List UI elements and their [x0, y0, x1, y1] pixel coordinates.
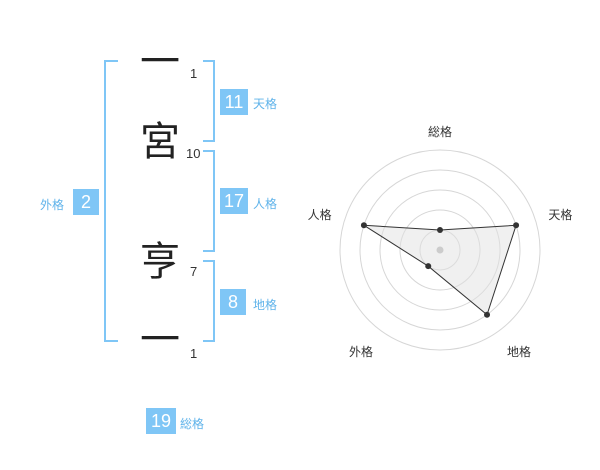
chikaku-bracket: [203, 260, 215, 342]
tenkaku-bracket: [203, 60, 215, 142]
radar-point: [484, 311, 491, 318]
radar-point: [437, 227, 443, 233]
radar-points: [360, 222, 520, 318]
radar-center-dot: [436, 246, 444, 254]
radar-chart: 総格 天格 地格 外格 人格: [308, 124, 573, 359]
radar-point: [425, 263, 432, 270]
radar-point: [360, 222, 367, 229]
gaikaku-value: 2: [73, 189, 99, 215]
radar-ring: [339, 149, 541, 351]
chikaku-value: 8: [220, 289, 246, 315]
radar-axis-label-soukaku: 総格: [428, 124, 452, 139]
tenkaku-label: 天格: [253, 97, 278, 111]
soukaku-label: 総格: [180, 417, 205, 431]
gaikaku-label: 外格: [40, 198, 65, 212]
jinkaku-value: 17: [220, 188, 248, 214]
radar-axis-label-tenkaku: 天格: [548, 207, 572, 222]
stroke-count-3: 7: [190, 264, 198, 279]
jinkaku-bracket: [203, 150, 215, 252]
chikaku-label: 地格: [253, 298, 278, 312]
radar-area: [363, 224, 517, 316]
stroke-count-2: 10: [186, 146, 201, 161]
name-char-1: 一: [140, 39, 180, 85]
gaikaku-bracket: [104, 60, 118, 342]
radar-axis-label-gaikaku: 外格: [349, 344, 373, 359]
soukaku-value: 19: [146, 408, 176, 434]
radar-axis-label-chikaku: 地格: [507, 344, 531, 359]
name-char-4: 一: [140, 317, 180, 363]
name-char-3: 亨: [140, 239, 180, 285]
radar-point: [513, 222, 520, 229]
name-char-2: 宮: [140, 119, 180, 165]
tenkaku-value: 11: [220, 89, 248, 115]
radar-axis-label-jinkaku: 人格: [308, 207, 332, 222]
jinkaku-label: 人格: [253, 197, 278, 211]
stroke-count-1: 1: [190, 66, 198, 81]
radar-ring: [359, 169, 521, 331]
stroke-count-4: 1: [190, 346, 198, 361]
